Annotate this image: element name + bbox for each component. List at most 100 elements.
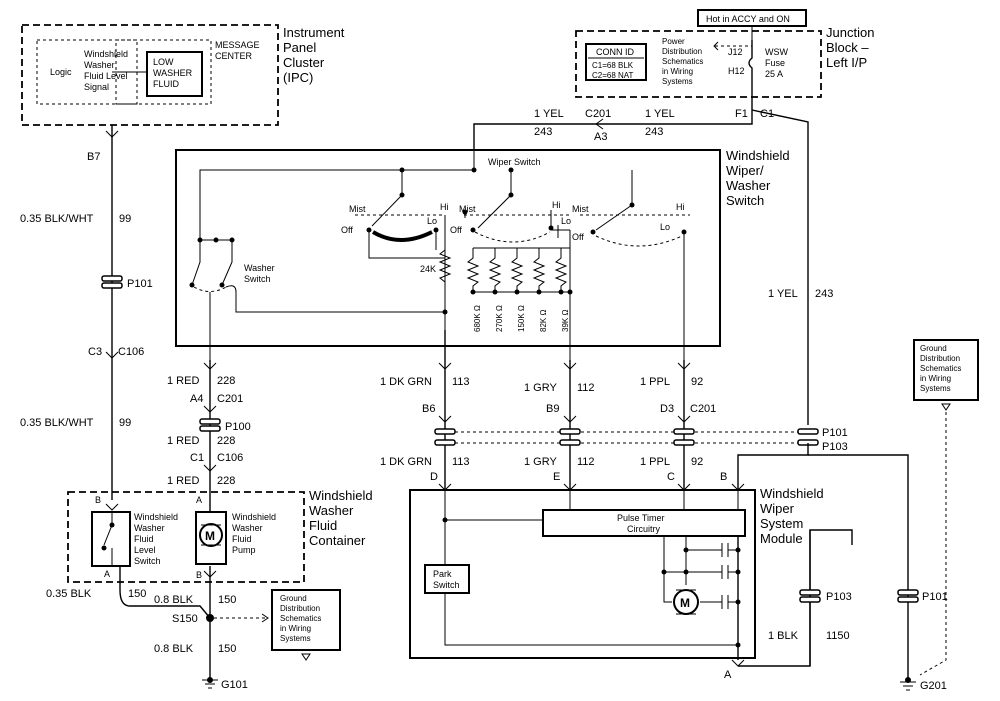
res-680k: 680K Ω: [473, 305, 482, 332]
mist-3: Mist: [572, 204, 589, 214]
red228b-label: 1 RED: [167, 435, 199, 447]
circuits-113-112-92: 1 DK GRN 113 1 GRY 112 1 PPL 92 B6 B9 D3…: [380, 330, 848, 491]
pin-b-pump: B: [196, 570, 202, 580]
ipc-title-l3: Cluster: [283, 55, 325, 70]
hot-in-label: Hot in ACCY and ON: [706, 14, 790, 24]
washer-switch-l2: Switch: [244, 274, 271, 284]
n099a-label: 99: [119, 213, 131, 225]
red228c-label: 1 RED: [167, 475, 199, 487]
power-dist-l4: in Wiring: [662, 67, 693, 76]
n113-b-label: 113: [452, 456, 470, 468]
f1-label: F1: [735, 108, 748, 120]
b7-label: B7: [87, 151, 100, 163]
pump-l3: Fluid: [232, 534, 252, 544]
wiper-washer-switch: Windshield Wiper/ Washer Switch Wiper Sw…: [175, 148, 790, 360]
n228b-label: 228: [217, 435, 235, 447]
fuse-l2: Fuse: [765, 58, 785, 68]
off-3: Off: [572, 232, 584, 242]
resistor-ladder: 680K Ω 270K Ω 150K Ω 82K Ω 39K Ω: [466, 248, 573, 332]
circuit-150: 0.35 BLK 150 0.8 BLK 150 S150 Ground Dis…: [46, 566, 341, 691]
circuit-99: B7 0.35 BLK/WHT 99 P101 C3 C106 0.35 BLK…: [20, 125, 153, 500]
ipc-title-l4: (IPC): [283, 70, 313, 85]
n112-a-label: 112: [577, 382, 595, 394]
conn-id-title: CONN ID: [596, 47, 635, 57]
off-1: Off: [341, 225, 353, 235]
pump-l1: Windshield: [232, 512, 276, 522]
w099a-label: 0.35 BLK/WHT: [20, 213, 94, 225]
d3-label: D3: [660, 403, 674, 415]
wire-243-left: 243: [534, 126, 552, 138]
h12-label: H12: [728, 66, 745, 76]
blk150b-label: 0.8 BLK: [154, 594, 194, 606]
ppl-b-label: 1 PPL: [640, 456, 670, 468]
wire-yel-left: 1 YEL: [534, 108, 564, 120]
gnd-dist-a-l3: Schematics: [280, 614, 321, 623]
dkgrn-b-label: 1 DK GRN: [380, 456, 432, 468]
n112-b-label: 112: [577, 456, 595, 468]
n150c-label: 150: [218, 643, 236, 655]
circuit-1150: P103 1 BLK 1150 P101 G201 Ground Distrib…: [738, 339, 979, 692]
low-washer-l3: FLUID: [153, 79, 180, 89]
container-title-l2: Washer: [309, 503, 354, 518]
gnd-dist-b-l5: Systems: [920, 384, 951, 393]
n228c-label: 228: [217, 475, 235, 487]
hi-2: Hi: [552, 200, 561, 210]
level-switch-l4: Level: [134, 545, 156, 555]
p101-low-label: P101: [922, 591, 948, 603]
gnd-dist-b-l3: Schematics: [920, 364, 961, 373]
n1150-label: 1150: [826, 630, 850, 642]
b6-label: B6: [422, 403, 435, 415]
hi-1: Hi: [440, 202, 449, 212]
blk150c-label: 0.8 BLK: [154, 643, 194, 655]
msg-center-l1: MESSAGE: [215, 40, 260, 50]
module-title-l1: Windshield: [760, 486, 824, 501]
pin-b-left: B: [95, 495, 101, 505]
lo-2: Lo: [561, 216, 571, 226]
n150a-label: 150: [128, 588, 146, 600]
level-switch-l5: Switch: [134, 556, 161, 566]
n150b-label: 150: [218, 594, 236, 606]
lo-3: Lo: [660, 222, 670, 232]
blk150a-label: 0.35 BLK: [46, 588, 92, 600]
washer-switch-l1: Washer: [244, 263, 275, 273]
gry-b-label: 1 GRY: [524, 456, 557, 468]
fluid-container: Windshield Washer Fluid Container B A Wi…: [67, 488, 373, 583]
ipc-title-l1: Instrument: [283, 25, 345, 40]
pulse-timer-l2: Circuitry: [627, 524, 660, 534]
low-washer-l1: LOW: [153, 57, 174, 67]
wire-yel-right: 1 YEL: [645, 108, 675, 120]
ipc-component: Logic Windshield Washer Fluid Level Sign…: [21, 24, 345, 126]
ipc-title-l2: Panel: [283, 40, 316, 55]
hi-3: Hi: [676, 202, 685, 212]
wws-title-l3: Washer: [726, 178, 771, 193]
res-270k: 270K Ω: [495, 305, 504, 332]
mist-1: Mist: [349, 204, 366, 214]
off-2: Off: [450, 225, 462, 235]
pin-a-label: A: [724, 669, 732, 681]
r24k-label: 24K: [420, 264, 436, 274]
lo-1: Lo: [427, 216, 437, 226]
c201-mid-label: C201: [690, 403, 716, 415]
c106a-label: C106: [118, 346, 144, 358]
level-switch-l2: Washer: [134, 523, 165, 533]
w099b-label: 0.35 BLK/WHT: [20, 417, 94, 429]
p100-label: P100: [225, 421, 251, 433]
container-title-l1: Windshield: [309, 488, 373, 503]
n243-side-label: 243: [815, 288, 833, 300]
c201-top-label: C201: [585, 108, 611, 120]
c106b-label: C106: [217, 452, 243, 464]
gnd-dist-a-l5: Systems: [280, 634, 311, 643]
pump-l2: Washer: [232, 523, 263, 533]
pin-b-label: B: [720, 471, 727, 483]
yel-243-feed: 1 YEL 243 C201 A3 1 YEL 243 1 YEL 243: [473, 100, 833, 425]
a4-label: A4: [190, 393, 203, 405]
power-dist-l3: Schematics: [662, 57, 703, 66]
low-washer-l2: WASHER: [153, 68, 193, 78]
blk1150-label: 1 BLK: [768, 630, 799, 642]
c201a-label: C201: [217, 393, 243, 405]
motor-m-left: M: [205, 529, 215, 543]
b9-label: B9: [546, 403, 559, 415]
wire-243-right: 243: [645, 126, 663, 138]
wiper-module: Windshield Wiper System Module Pulse Tim…: [409, 486, 824, 681]
